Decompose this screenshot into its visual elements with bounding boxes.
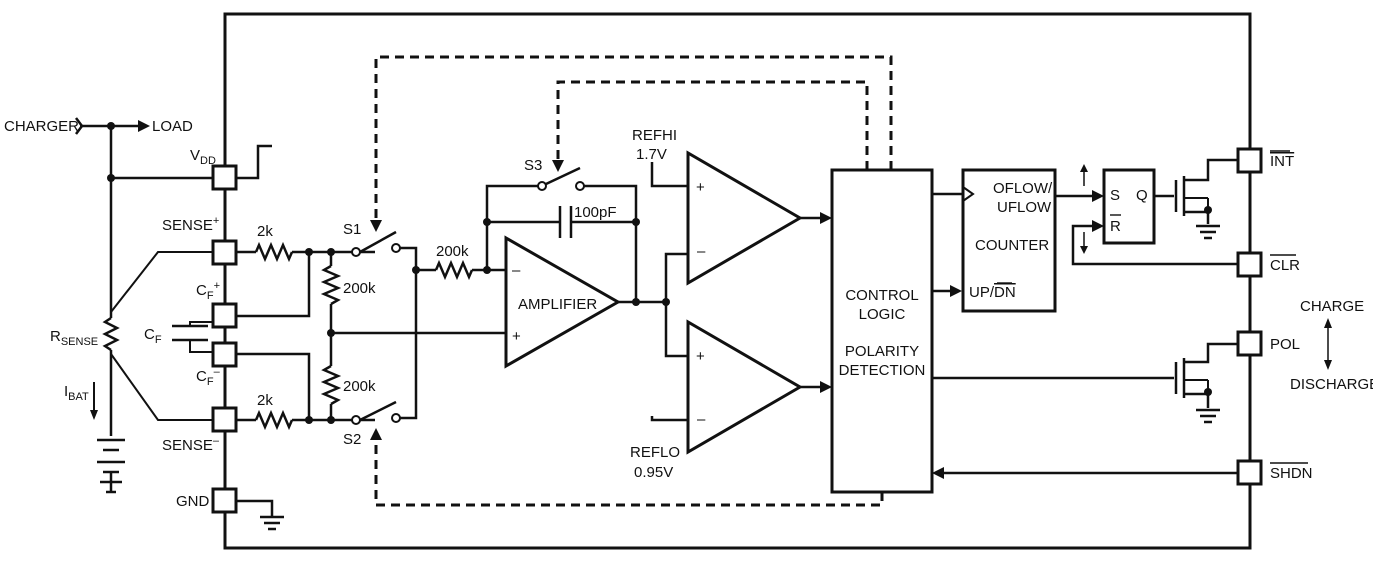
pin-pol xyxy=(1236,330,1263,357)
comp-bot-plus: + xyxy=(696,348,705,365)
s1-control-line xyxy=(374,55,893,220)
amplifier-triangle xyxy=(504,235,622,369)
pin-cf-minus-label: CF– xyxy=(196,366,221,388)
clock-input-icon xyxy=(962,186,975,202)
kelvin-wire-minus xyxy=(110,353,213,421)
comp-top-minus: – xyxy=(697,243,706,260)
pin-cf-plus-label: CF+ xyxy=(196,280,220,302)
r-div-top-label: 200k xyxy=(343,280,376,297)
rsense-label: RSENSE xyxy=(50,328,98,348)
switch-s1 xyxy=(351,230,418,270)
discharge-arrow-icon xyxy=(1324,360,1332,370)
s2-label: S2 xyxy=(343,431,361,448)
counter-label: COUNTER xyxy=(975,237,1049,254)
amp-minus-label: – xyxy=(512,262,521,279)
s3-label: S3 xyxy=(524,157,542,174)
switch-s2 xyxy=(351,270,418,425)
s1-label: S1 xyxy=(343,221,361,238)
pin-cf-minus xyxy=(211,341,238,368)
counter-block xyxy=(961,168,1057,313)
reflo-label: REFLO xyxy=(630,444,680,461)
comp-top-plus: + xyxy=(696,179,705,196)
pin-vdd xyxy=(211,164,238,191)
ff-r-label: R xyxy=(1110,218,1121,235)
rsense-resistor xyxy=(102,316,120,352)
input-network xyxy=(236,230,506,431)
kelvin-wire-plus xyxy=(110,251,213,313)
reflo-voltage: 0.95V xyxy=(634,464,673,481)
ibat-label: IBAT xyxy=(64,383,89,403)
charger-label: CHARGER xyxy=(4,118,79,135)
cap-label: 100pF xyxy=(574,204,617,221)
battery-icon xyxy=(97,438,125,494)
ff-q-label: Q xyxy=(1136,187,1148,204)
pin-vdd-label: VDD xyxy=(190,147,216,167)
pin-int xyxy=(1236,147,1263,174)
pin-sense-plus xyxy=(211,239,238,266)
resistor-200k-top xyxy=(320,264,342,306)
load-arrow-icon xyxy=(138,120,150,132)
charge-label: CHARGE xyxy=(1300,298,1364,315)
pin-shdn-label: SHDN xyxy=(1270,465,1313,482)
pin-sense-minus xyxy=(211,406,238,433)
pin-sense-plus-label: SENSE+ xyxy=(162,215,219,234)
pin-gnd-label: GND xyxy=(176,493,210,510)
control-label-1: CONTROL xyxy=(845,287,918,304)
pin-pol-label: POL xyxy=(1270,336,1300,353)
control-label-2: LOGIC xyxy=(859,306,906,323)
resistor-2k-bottom xyxy=(254,409,294,431)
pin-cf-plus xyxy=(211,302,238,329)
polarity-label-2: DETECTION xyxy=(839,362,926,379)
pin-clr-label: CLR xyxy=(1270,257,1300,274)
pin-gnd xyxy=(211,487,238,514)
amplifier-block xyxy=(483,166,688,369)
amp-plus-label: + xyxy=(512,328,521,345)
comparator-top xyxy=(686,150,803,286)
refhi-label: REFHI xyxy=(632,127,677,144)
comparators xyxy=(650,150,832,455)
switch-s3 xyxy=(545,166,581,186)
pin-shdn xyxy=(1236,459,1263,486)
cf-label: CF xyxy=(144,326,162,346)
r-in-label: 200k xyxy=(436,243,469,260)
ibat-arrow-icon xyxy=(90,410,98,420)
discharge-label: DISCHARGE xyxy=(1290,376,1373,393)
r-bot-label: 2k xyxy=(257,392,273,409)
clr-wire xyxy=(1071,224,1249,266)
polarity-label-1: POLARITY xyxy=(845,343,919,360)
amplifier-label: AMPLIFIER xyxy=(518,296,597,313)
s2-control-line xyxy=(374,440,884,507)
oflow-label: OFLOW/ xyxy=(993,180,1053,197)
refhi-voltage: 1.7V xyxy=(636,146,667,163)
pin-int-label: INT xyxy=(1270,153,1294,170)
pol-transistor-icon xyxy=(932,342,1237,424)
external-circuit xyxy=(75,117,213,494)
resistor-200k-bottom xyxy=(320,364,342,406)
down-arrow-icon xyxy=(1080,246,1088,254)
updn-label: UP/DN xyxy=(969,284,1016,301)
s3-control-line xyxy=(556,80,869,170)
sr-flipflop-block xyxy=(1102,168,1156,245)
ff-s-label: S xyxy=(1110,187,1120,204)
ic-outline xyxy=(223,12,1252,550)
pin-clr xyxy=(1236,251,1263,278)
r-top-label: 2k xyxy=(257,223,273,240)
load-label: LOAD xyxy=(152,118,193,135)
int-transistor-icon xyxy=(1154,158,1237,240)
comp-bot-minus: – xyxy=(697,411,706,428)
resistor-200k-input xyxy=(434,259,474,281)
comparator-bottom xyxy=(686,319,803,455)
uflow-label: UFLOW xyxy=(997,199,1052,216)
charge-arrow-icon xyxy=(1324,318,1332,328)
pin-sense-minus-label: SENSE– xyxy=(162,435,220,454)
control-logic-block xyxy=(830,168,934,494)
resistor-2k-top xyxy=(254,241,294,263)
r-div-bot-label: 200k xyxy=(343,378,376,395)
vdd-internal-wire xyxy=(236,144,272,180)
ground-icon xyxy=(236,499,284,531)
up-arrow-icon xyxy=(1080,164,1088,172)
